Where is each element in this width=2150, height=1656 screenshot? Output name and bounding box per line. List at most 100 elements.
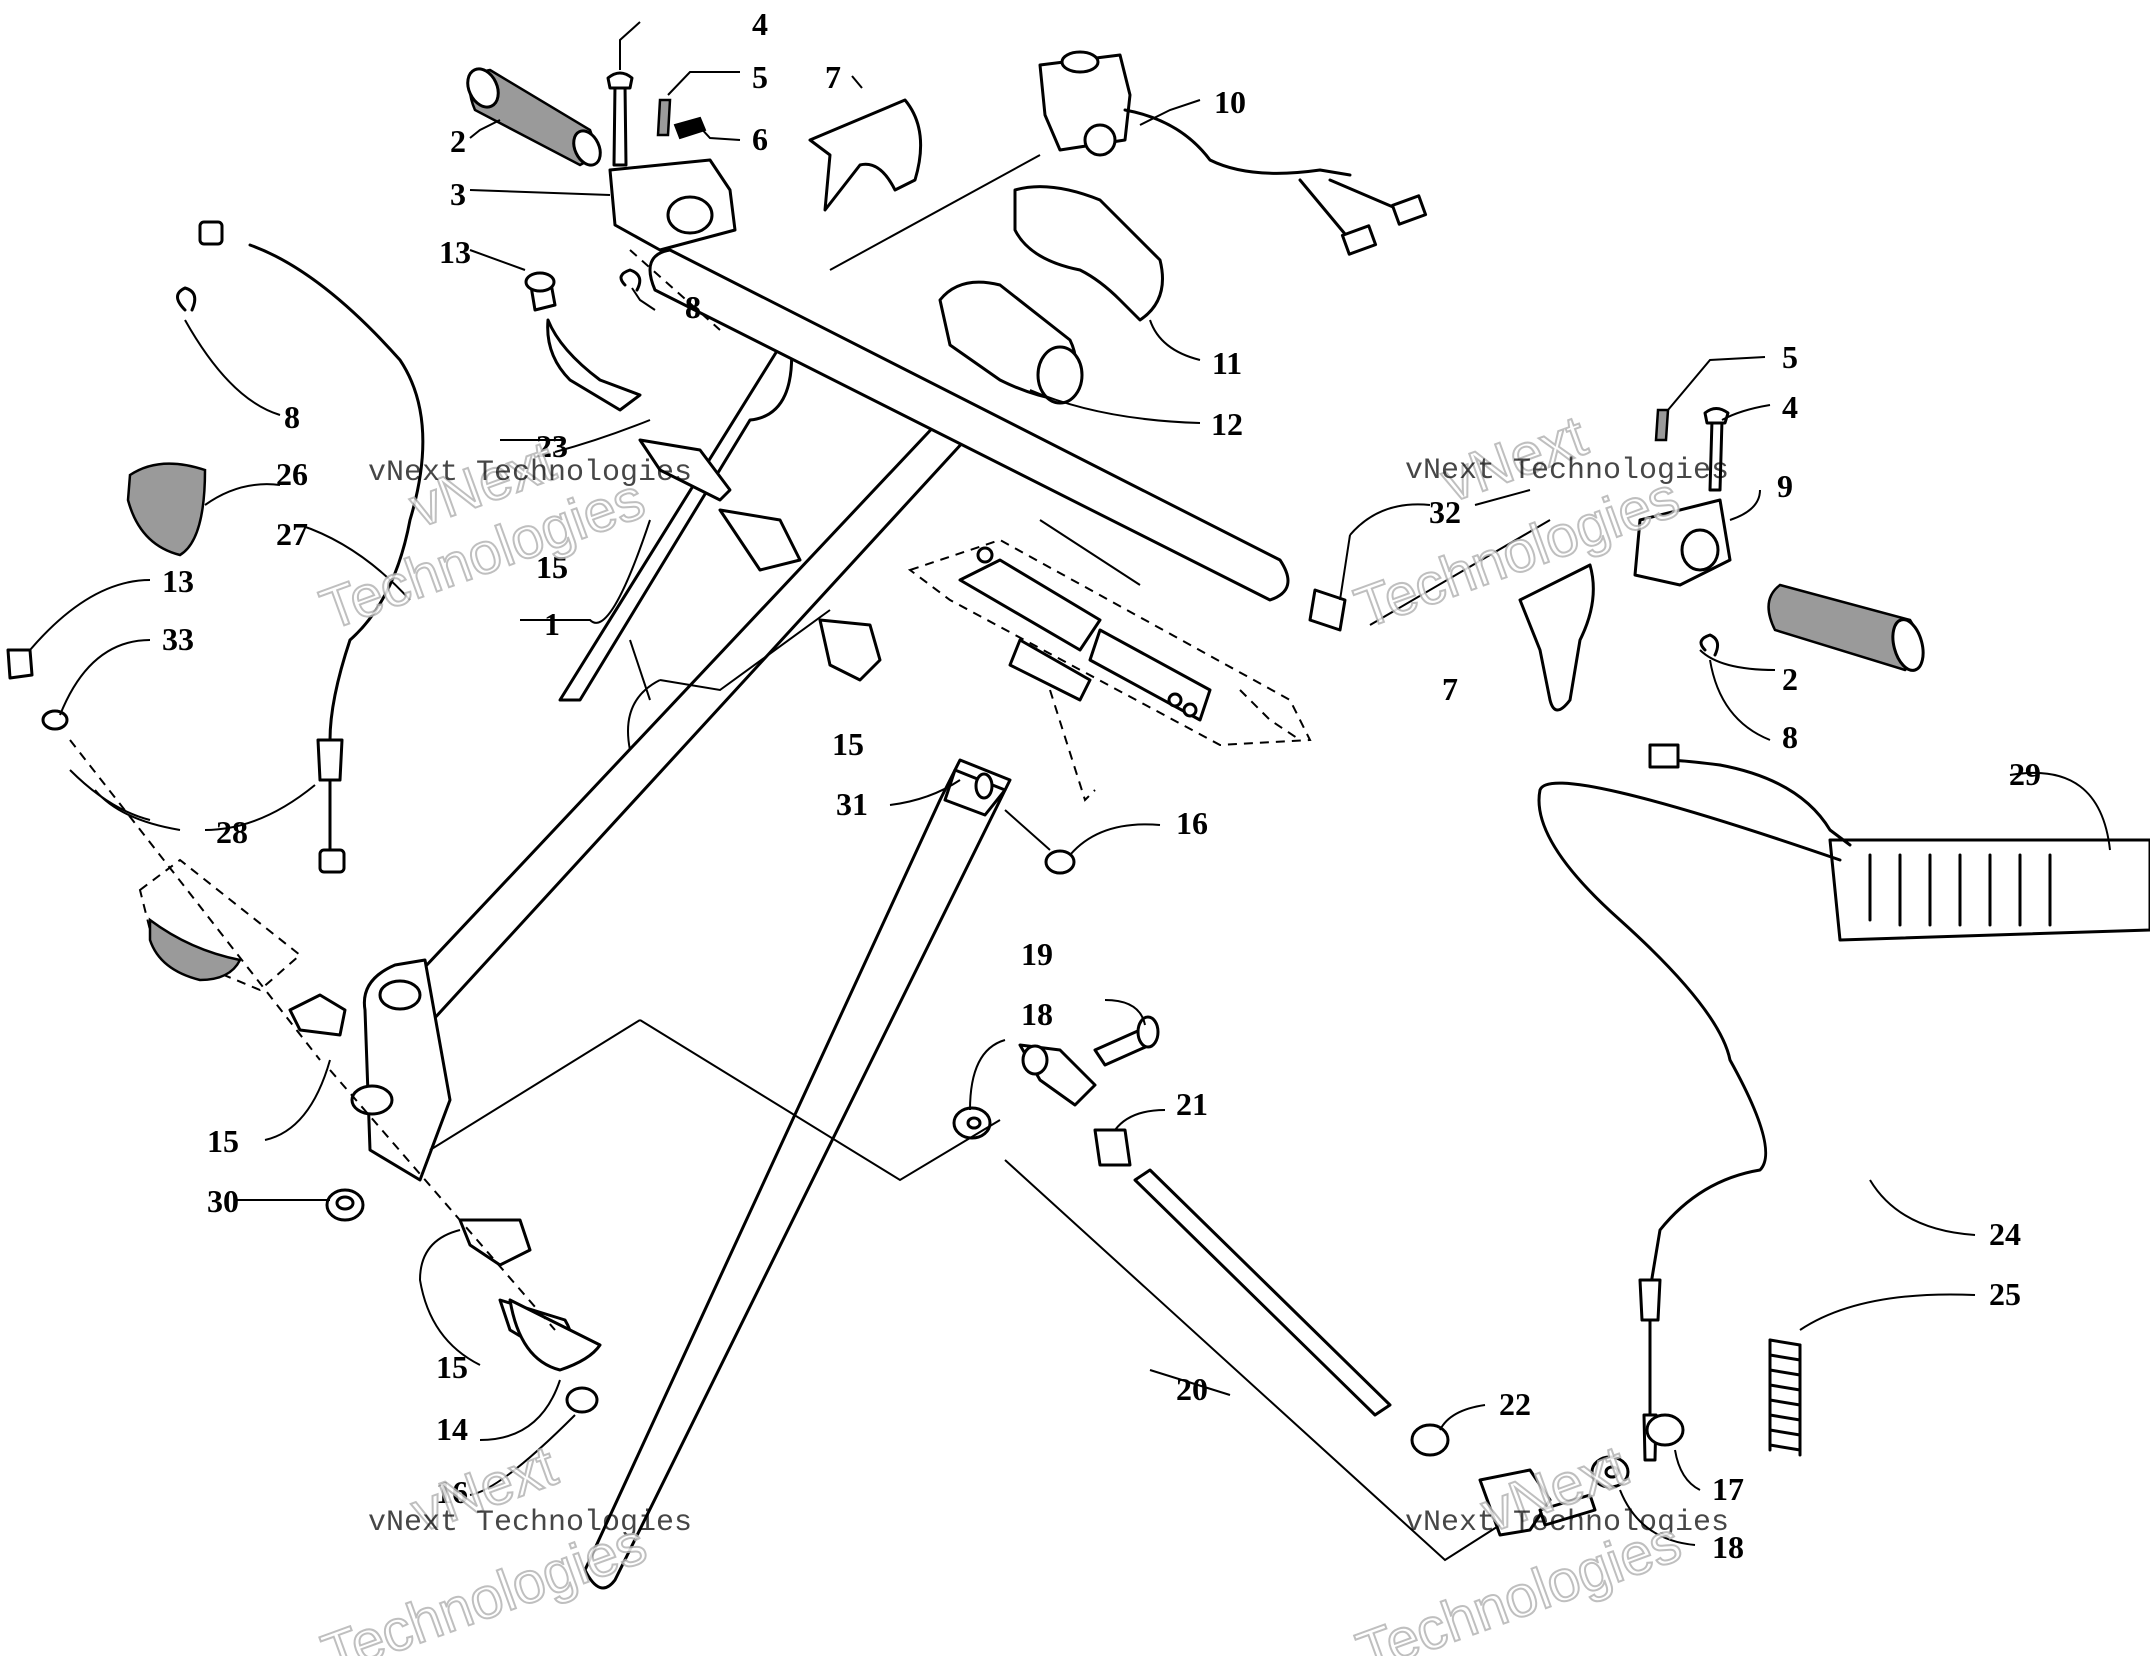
- callout-13-top: 13: [439, 234, 471, 270]
- callout-31: 31: [836, 786, 868, 822]
- callout-26: 26: [276, 456, 308, 492]
- clamp-15-bottom: [458, 1218, 532, 1267]
- callout-20: 20: [1176, 1371, 1208, 1407]
- nut-16-upper: [1044, 849, 1076, 875]
- switch-housing-right: [1633, 498, 1732, 587]
- switch-housing-left: [608, 158, 737, 252]
- callout-15-bottom: 15: [436, 1349, 468, 1385]
- eclip-right: [1699, 633, 1720, 657]
- heater-element: [1648, 743, 2150, 942]
- pin-5-right: [1654, 408, 1670, 442]
- tie-rod: [1133, 1168, 1392, 1417]
- callout-4-left: 4: [752, 6, 768, 42]
- throttle-lever-left: [808, 98, 923, 212]
- callout-16-upper: 16: [1176, 805, 1208, 841]
- nut-22: [1410, 1423, 1450, 1457]
- callout-10: 10: [1214, 84, 1246, 120]
- watermark-company: vNext Technologies: [368, 1506, 692, 1540]
- callout-9: 9: [1777, 468, 1793, 504]
- callout-6: 6: [752, 121, 768, 157]
- callout-12: 12: [1211, 406, 1243, 442]
- hand-warmer-11: [1013, 185, 1164, 322]
- callout-13-left: 13: [162, 563, 194, 599]
- washer-18-upper: [952, 1106, 992, 1140]
- callout-8-extra: 8: [685, 289, 701, 325]
- clamp-15-lower-left: [288, 993, 347, 1037]
- nut-30: [325, 1188, 365, 1222]
- watermark-company: vNext Technologies: [368, 456, 692, 490]
- callout-1: 1: [544, 606, 560, 642]
- callout-15-mid: 15: [832, 726, 864, 762]
- clamp-15-mid: [818, 618, 882, 682]
- callout-7-left: 7: [825, 59, 841, 95]
- callout-18-upper: 18: [1021, 996, 1053, 1032]
- bracket-14: [508, 1298, 602, 1372]
- washer-33: [41, 709, 69, 731]
- callout-17: 17: [1712, 1471, 1744, 1507]
- callout-15-extra: 15: [536, 549, 568, 585]
- spring-25: [1768, 1338, 1802, 1457]
- clamp-band: [126, 462, 207, 557]
- cable-guide-23: [546, 318, 642, 412]
- callout-27: 27: [276, 516, 308, 552]
- rod-end-lower: [1478, 1468, 1597, 1537]
- callout-24: 24: [1989, 1216, 2021, 1252]
- callout-30: 30: [207, 1183, 239, 1219]
- steering-post: [350, 328, 967, 1182]
- plate-6: [673, 116, 707, 140]
- eclip-left-top: [619, 268, 642, 292]
- callout-23: 23: [536, 428, 568, 464]
- callout-29: 29: [2009, 756, 2041, 792]
- kill-switch: [1038, 50, 1428, 256]
- callout-15-left: 15: [207, 1123, 239, 1159]
- callout-labels: 1 2 3 4 5 6 7 8 9 10 11 12 13 14 15 16 1…: [162, 6, 2041, 1565]
- callout-33: 33: [162, 621, 194, 657]
- washer-18-lower: [1590, 1455, 1630, 1489]
- callout-28: 28: [216, 814, 248, 850]
- leader-lines: [29, 21, 2111, 1562]
- callout-15-upper: 15: [536, 549, 568, 585]
- frame-bracket: [907, 538, 1312, 802]
- nut-16-lower: [565, 1386, 599, 1414]
- nut-17: [1645, 1413, 1685, 1447]
- callout-5-left: 5: [752, 59, 768, 95]
- watermark-company: vNext Technologies: [1405, 1506, 1729, 1540]
- bolt-19: [1093, 1015, 1160, 1067]
- pin-5-left: [656, 98, 672, 137]
- callout-8-right: 8: [1782, 719, 1798, 755]
- callout-22: 22: [1499, 1386, 1531, 1422]
- eclip-left: [176, 286, 197, 312]
- callout-25: 25: [1989, 1276, 2021, 1312]
- handlebar-tube: [648, 248, 1290, 602]
- bushing-32: [1308, 588, 1347, 632]
- brake-cable: [198, 220, 425, 874]
- rod-end-21: [1018, 1043, 1132, 1167]
- watermark-company: vNext Technologies: [1405, 454, 1729, 488]
- screw-4-right: [1703, 407, 1730, 492]
- callout-4-right: 4: [1782, 389, 1798, 425]
- callout-2-right: 2: [1782, 661, 1798, 697]
- callout-8-top: 8: [685, 289, 701, 325]
- left-grip: [466, 67, 602, 167]
- right-grip: [1767, 583, 1925, 672]
- throttle-lever-right: [1518, 563, 1595, 712]
- clamp-15-upper: [638, 438, 802, 572]
- bolt-13-left-lower: [6, 648, 34, 680]
- watermark-bottom-right: vNext vNext Technologies Technologies: [1348, 1432, 1729, 1656]
- callout-2-left: 2: [450, 123, 466, 159]
- callout-32: 32: [1429, 494, 1461, 530]
- assembly-dash-lines: [69, 249, 721, 1331]
- screw-4-left: [606, 71, 634, 167]
- steering-arm: [583, 758, 1012, 1590]
- callout-11: 11: [1212, 345, 1242, 381]
- callout-18-lower: 18: [1712, 1529, 1744, 1565]
- callout-8-left: 8: [284, 399, 300, 435]
- callout-21: 21: [1176, 1086, 1208, 1122]
- callout-7-right: 7: [1442, 671, 1458, 707]
- callout-3: 3: [450, 176, 466, 212]
- callout-19: 19: [1021, 936, 1053, 972]
- callout-16-lower: 16: [436, 1474, 468, 1510]
- callout-14: 14: [436, 1411, 468, 1447]
- bolt-13-top: [524, 271, 557, 312]
